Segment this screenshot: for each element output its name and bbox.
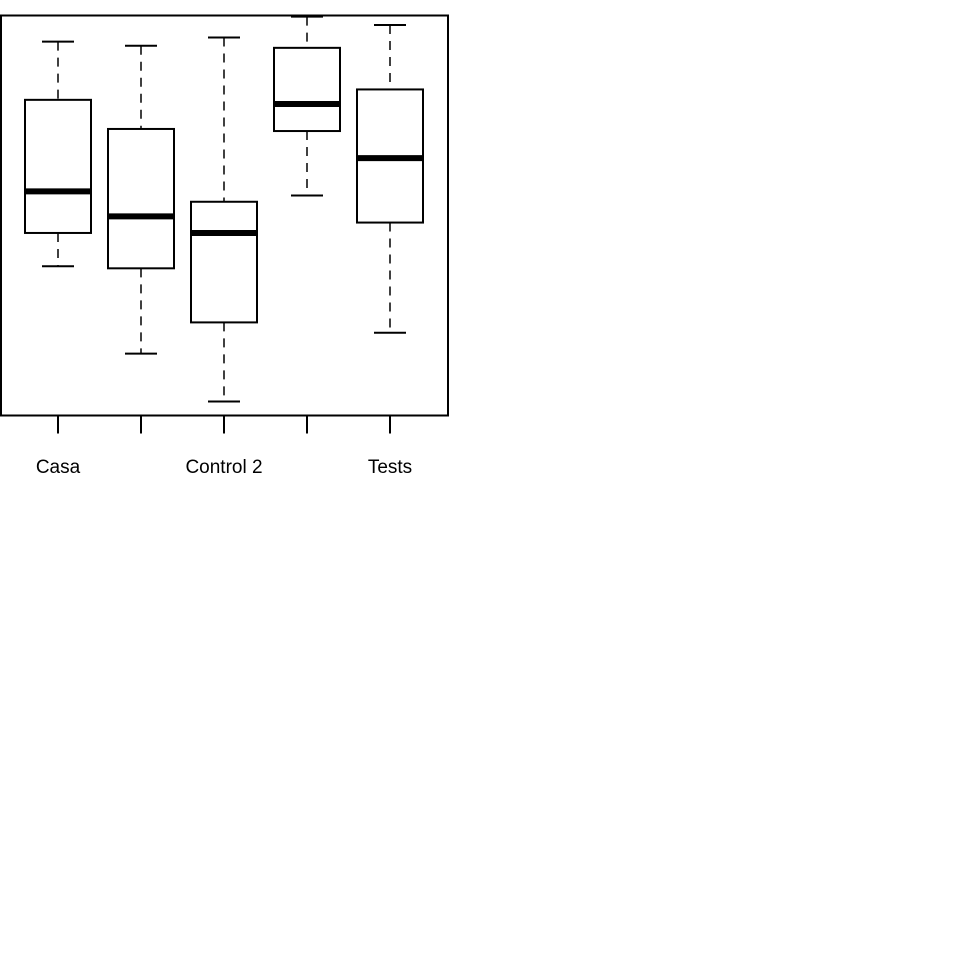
box-group-3 [190, 36, 258, 403]
box-marks [24, 15, 424, 403]
box-group-5 [356, 23, 424, 334]
box-group-1 [24, 40, 92, 268]
x-tick-label: Tests [368, 457, 412, 478]
x-tick-label: Control 2 [185, 457, 262, 478]
undefined [107, 127, 175, 270]
undefined [190, 200, 258, 324]
x-tick-label: Casa [36, 457, 81, 478]
box-group-4 [273, 15, 341, 197]
undefined [273, 46, 341, 133]
x-axis: Casa Control 2 Tests [36, 415, 412, 478]
box-group-2 [107, 44, 175, 355]
undefined [24, 98, 92, 234]
